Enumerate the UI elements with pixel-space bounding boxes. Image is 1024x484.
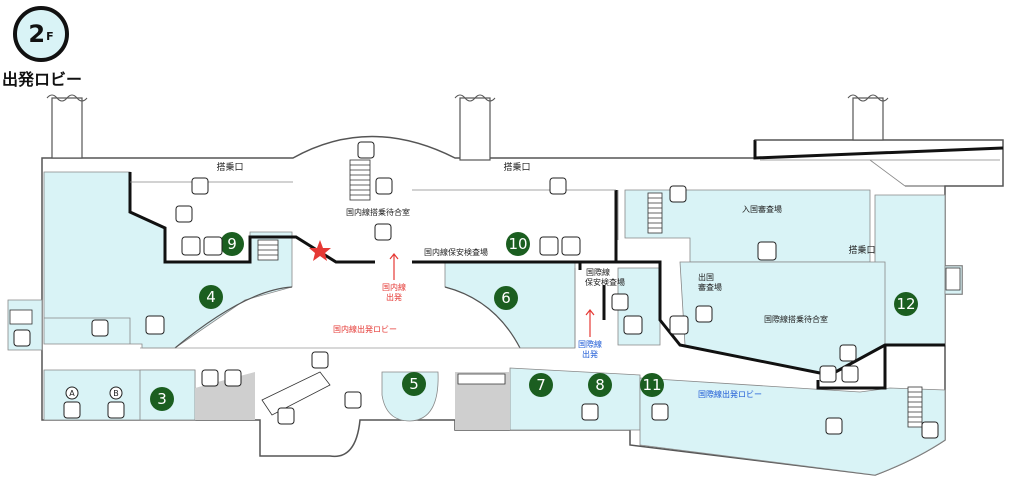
restroom-icon [203,236,223,256]
floor-number: 2 [28,20,46,48]
marker-11-label: 11 [642,376,661,394]
floor-title: 出発ロビー [2,70,83,89]
facility-icons [13,141,939,439]
intl-waiting-label: 国際線搭乗待合室 [764,314,828,324]
elevator-icon [375,177,393,195]
intl-departure-label: 国際線 [578,339,602,349]
phone-icon [839,344,857,362]
restroom-icon [145,315,165,335]
intl-arrow [585,309,595,337]
intl-departure-sub: 出発 [582,349,598,359]
marker-9[interactable] [220,232,244,256]
boarding-gate-label: 搭乗口 [503,161,530,173]
marker-12[interactable] [894,292,918,316]
accessible-restroom-icon [561,236,581,256]
elevator-icon [13,329,31,347]
water-fountain-icon [841,365,859,383]
elevator-b-label: B [113,389,119,398]
marker-4-label: 4 [206,288,216,306]
smoking-room-icon [374,223,392,241]
pillars [51,97,884,161]
floor-suffix: F [46,29,54,43]
marker-10[interactable] [506,232,530,256]
restroom-icon [669,315,689,335]
boarding-gate-label: 搭乗口 [848,244,875,256]
emigration-label: 出国 [698,272,714,282]
interior-walls [44,159,1000,348]
marker-12-label: 12 [896,295,915,313]
pillar-breaks [46,94,889,102]
marker-8-label: 8 [595,376,605,394]
marker-7[interactable] [529,373,553,397]
escalator-icon [357,141,375,159]
domestic-departure-label: 国内線 [382,282,406,292]
marker-6-label: 6 [501,289,511,307]
smoking-room-icon [224,369,242,387]
restroom-icon [623,315,643,335]
current-location-star-icon [309,240,331,261]
escalator-icon [277,407,295,425]
elevator-b-icon [109,386,123,400]
domestic-security-label: 国内線保安検査場 [424,247,488,257]
accessible-restroom-icon [611,293,629,311]
marker-9-label: 9 [227,235,237,253]
elevator-icon [344,391,362,409]
intl-lobby-label: 国際線出発ロビー [698,389,762,399]
atm-icon [91,319,109,337]
domestic-departure-sub: 出発 [386,292,402,302]
markers: 9 4 3 5 10 6 7 8 11 12 [150,232,918,411]
prayer-room-icon [581,403,599,421]
immigration-label: 入国審査場 [742,204,782,214]
water-fountain-icon [175,205,193,223]
elevator-a-label: A [69,389,75,398]
escalator-icon [921,421,939,439]
right-corridor [755,139,1003,187]
nursing-room-icon [107,401,125,419]
restroom-icon [757,241,777,261]
intl-security-label: 国際線 [586,267,610,277]
domestic-arrow [389,253,399,280]
intl-security-sub: 保安検査場 [585,277,625,287]
accessible-restroom-icon [695,305,713,323]
domestic-waiting-label: 国内線搭乗待合室 [346,207,410,217]
area-right-lobby [639,377,946,476]
aed-icon [311,351,329,369]
lobby-arcs [140,286,575,349]
area-12 [874,194,946,346]
marker-5[interactable] [402,372,426,396]
marker-3-label: 3 [157,390,167,408]
domestic-lobby-label: 国内線出発ロビー [333,324,397,334]
escalator-icon [669,185,687,203]
marker-5-label: 5 [409,375,419,393]
area-7-8-11 [509,367,641,431]
elevator-icon [825,417,843,435]
marker-8[interactable] [588,373,612,397]
marker-4[interactable] [199,285,223,309]
smoking-room-icon [819,365,837,383]
marker-10-label: 10 [508,235,527,253]
marker-11[interactable] [640,373,664,397]
water-fountain-icon [651,403,669,421]
well-center [455,372,510,430]
marker-3[interactable] [150,387,174,411]
escalators [9,159,961,428]
marker-7-label: 7 [536,376,546,394]
elevator-a-icon [65,386,79,400]
smoking-room-icon [549,177,567,195]
boarding-gate-label: 搭乗口 [216,161,243,173]
phone-icon [201,369,219,387]
restroom-icon [181,236,201,256]
smoking-room-icon [191,177,209,195]
nursing-room-icon [63,401,81,419]
emigration-sub: 審査場 [698,282,722,292]
restroom-icon [539,236,559,256]
marker-6[interactable] [494,286,518,310]
